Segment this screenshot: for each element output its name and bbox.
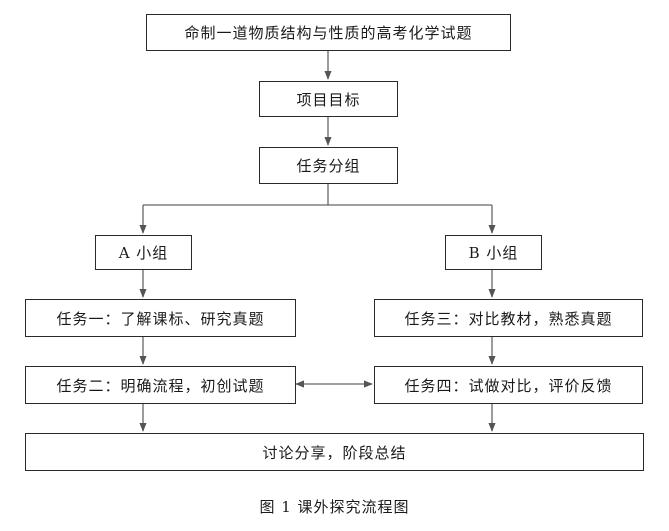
node-top-topic: 命制一道物质结构与性质的高考化学试题 bbox=[146, 14, 511, 51]
node-task3: 任务三：对比教材，熟悉真题 bbox=[374, 299, 643, 337]
node-group-a: A 小组 bbox=[95, 235, 192, 270]
node-task-grouping: 任务分组 bbox=[259, 147, 398, 184]
node-task1: 任务一：了解课标、研究真题 bbox=[25, 299, 296, 337]
node-project-goal: 项目目标 bbox=[259, 81, 398, 117]
node-task4: 任务四：试做对比，评价反馈 bbox=[374, 366, 643, 404]
node-summary: 讨论分享，阶段总结 bbox=[25, 433, 644, 471]
figure-caption: 图 1 课外探究流程图 bbox=[259, 498, 410, 516]
node-group-b: B 小组 bbox=[445, 235, 542, 270]
node-task2: 任务二：明确流程，初创试题 bbox=[25, 366, 296, 404]
